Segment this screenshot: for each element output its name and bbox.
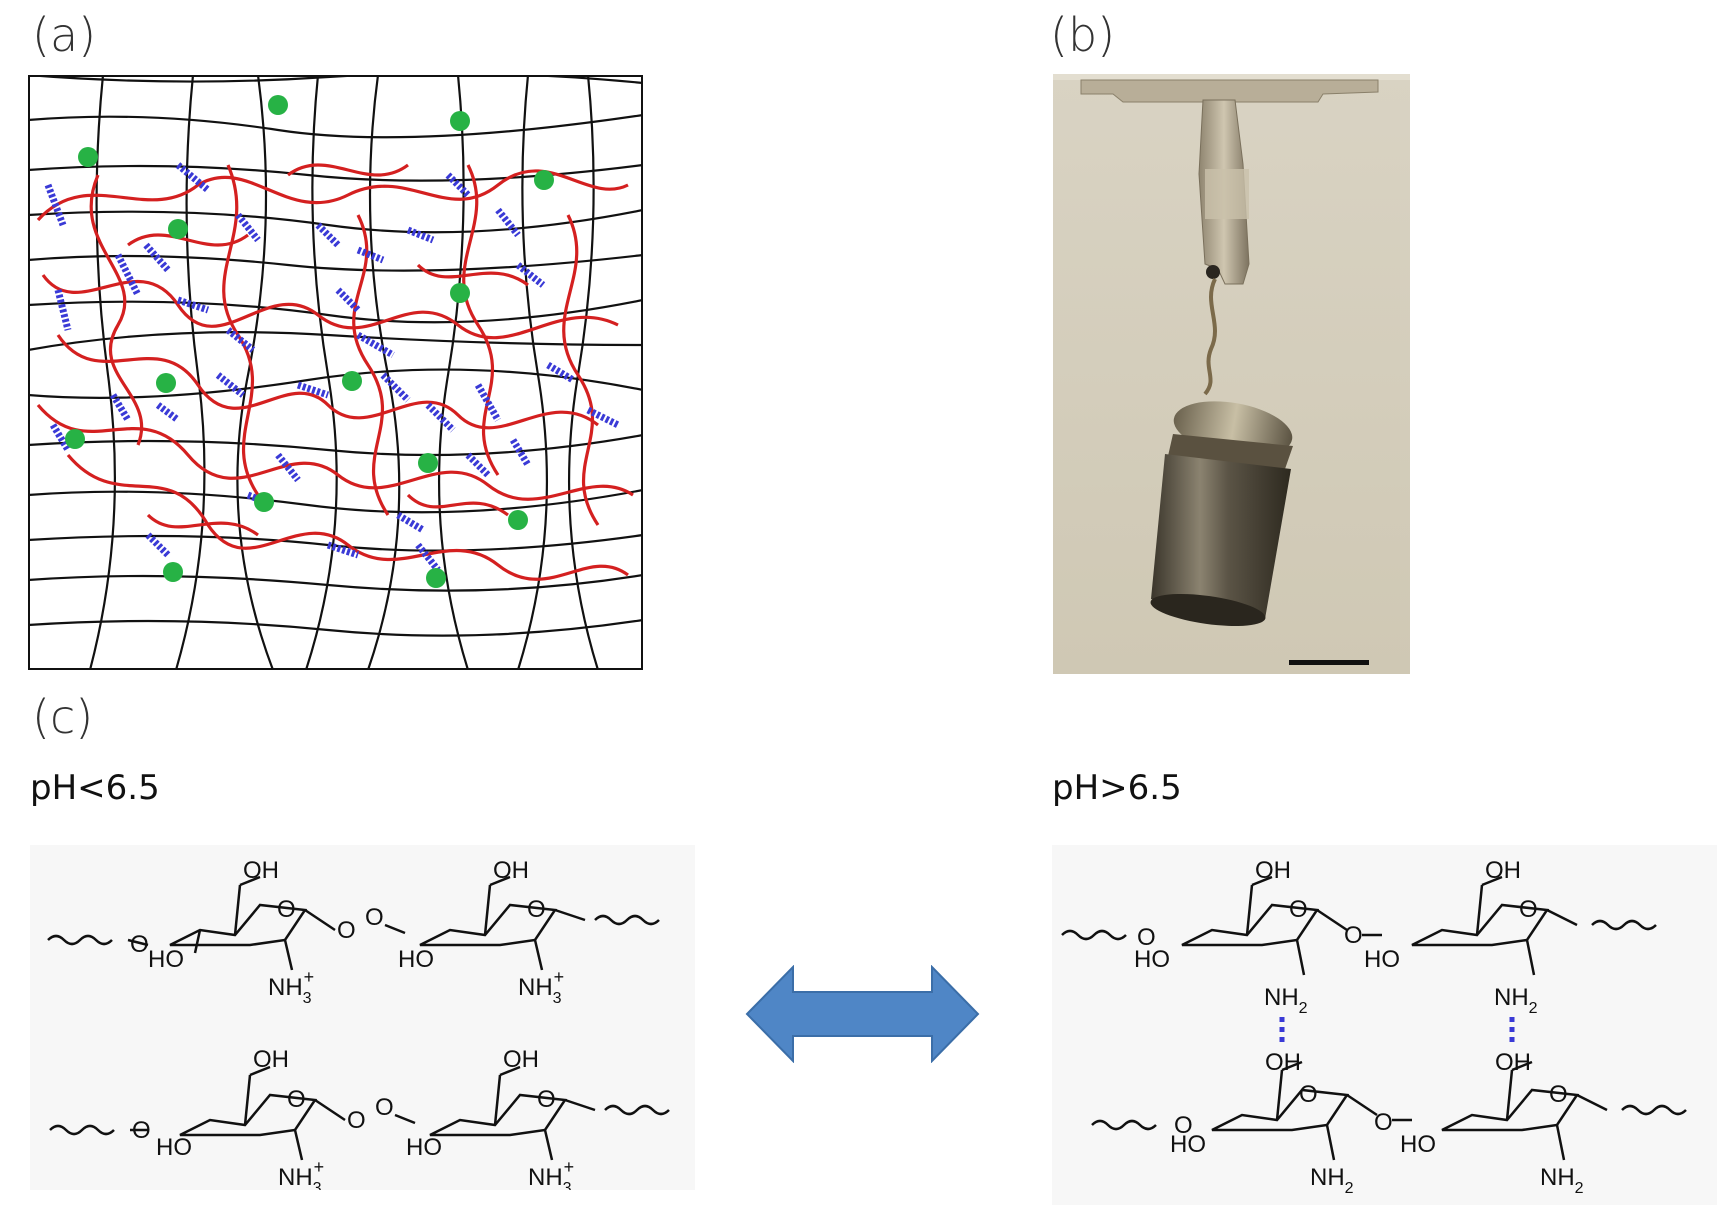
- ph-high-label: pH>6.5: [1052, 768, 1182, 808]
- nh3-label: NH3+: [528, 1157, 574, 1190]
- panel-label-c: (c): [32, 690, 94, 744]
- chitosan-structure-protonated: O OH O HO O O NH3+ OH O HO NH3+ O OH O H…: [30, 845, 695, 1190]
- ring-o-label: O: [1549, 1081, 1568, 1108]
- ring-o-label: O: [277, 896, 296, 923]
- nh3-label: NH3+: [268, 967, 314, 1007]
- ring-o-label: O: [537, 1086, 556, 1113]
- o-label: O: [365, 904, 384, 931]
- crosslink-points: [65, 95, 554, 588]
- ho-label: HO: [148, 946, 184, 973]
- ho-label: HO: [1364, 946, 1400, 973]
- ho-label: HO: [156, 1134, 192, 1161]
- nh2-label: NH2: [1264, 984, 1308, 1017]
- oh-label: OH: [1485, 857, 1521, 884]
- ring-o-label: O: [1289, 896, 1308, 923]
- o-label: O: [375, 1094, 394, 1121]
- ho-label: HO: [1400, 1131, 1436, 1158]
- ho-label: HO: [1134, 946, 1170, 973]
- ring-o-label: O: [1519, 896, 1538, 923]
- oh-label: OH: [1265, 1049, 1301, 1076]
- o-label: O: [1137, 924, 1156, 951]
- o-label: O: [130, 931, 149, 958]
- o-label: O: [337, 917, 356, 944]
- oh-label: OH: [1495, 1049, 1531, 1076]
- panel-a-border: [28, 75, 643, 670]
- hanging-weight-photo: [1053, 74, 1410, 674]
- nh2-label: NH2: [1310, 1164, 1354, 1197]
- ring-o-label: O: [1299, 1081, 1318, 1108]
- hydrogen-bond-dashes: [1279, 1017, 1515, 1045]
- chitosan-structure-neutral: O OH O HO O NH2 OH O HO NH2 OH O O HO O …: [1052, 845, 1717, 1205]
- panel-label-a: (a): [32, 8, 97, 62]
- ring-o-label: O: [287, 1086, 306, 1113]
- ph-low-label: pH<6.5: [30, 768, 160, 808]
- nh3-label: NH3+: [278, 1157, 324, 1190]
- hydrogel-network-diagram: [28, 75, 643, 670]
- ho-label: HO: [398, 946, 434, 973]
- physical-network-chains: [36, 163, 634, 581]
- nh3-label: NH3+: [518, 967, 564, 1007]
- scale-bar: [1289, 660, 1369, 665]
- o-label: O: [1344, 922, 1363, 949]
- panel-label-b: (b): [1050, 8, 1116, 62]
- o-label: O: [347, 1107, 366, 1134]
- o-label: O: [1374, 1109, 1393, 1136]
- ho-label: HO: [1170, 1131, 1206, 1158]
- oh-label: OH: [253, 1046, 289, 1073]
- ring-o-label: O: [527, 896, 546, 923]
- o-label: O: [1174, 1112, 1193, 1139]
- oh-label: OH: [243, 857, 279, 884]
- nh2-label: NH2: [1494, 984, 1538, 1017]
- nh2-label: NH2: [1540, 1164, 1584, 1197]
- ho-label: HO: [406, 1134, 442, 1161]
- double-headed-arrow-icon: [745, 965, 980, 1063]
- oh-label: OH: [1255, 857, 1291, 884]
- oh-label: OH: [503, 1046, 539, 1073]
- hydrogen-bond-junctions: [44, 162, 620, 573]
- oh-label: OH: [493, 857, 529, 884]
- o-label: O: [132, 1117, 151, 1144]
- covalent-network: [28, 75, 643, 670]
